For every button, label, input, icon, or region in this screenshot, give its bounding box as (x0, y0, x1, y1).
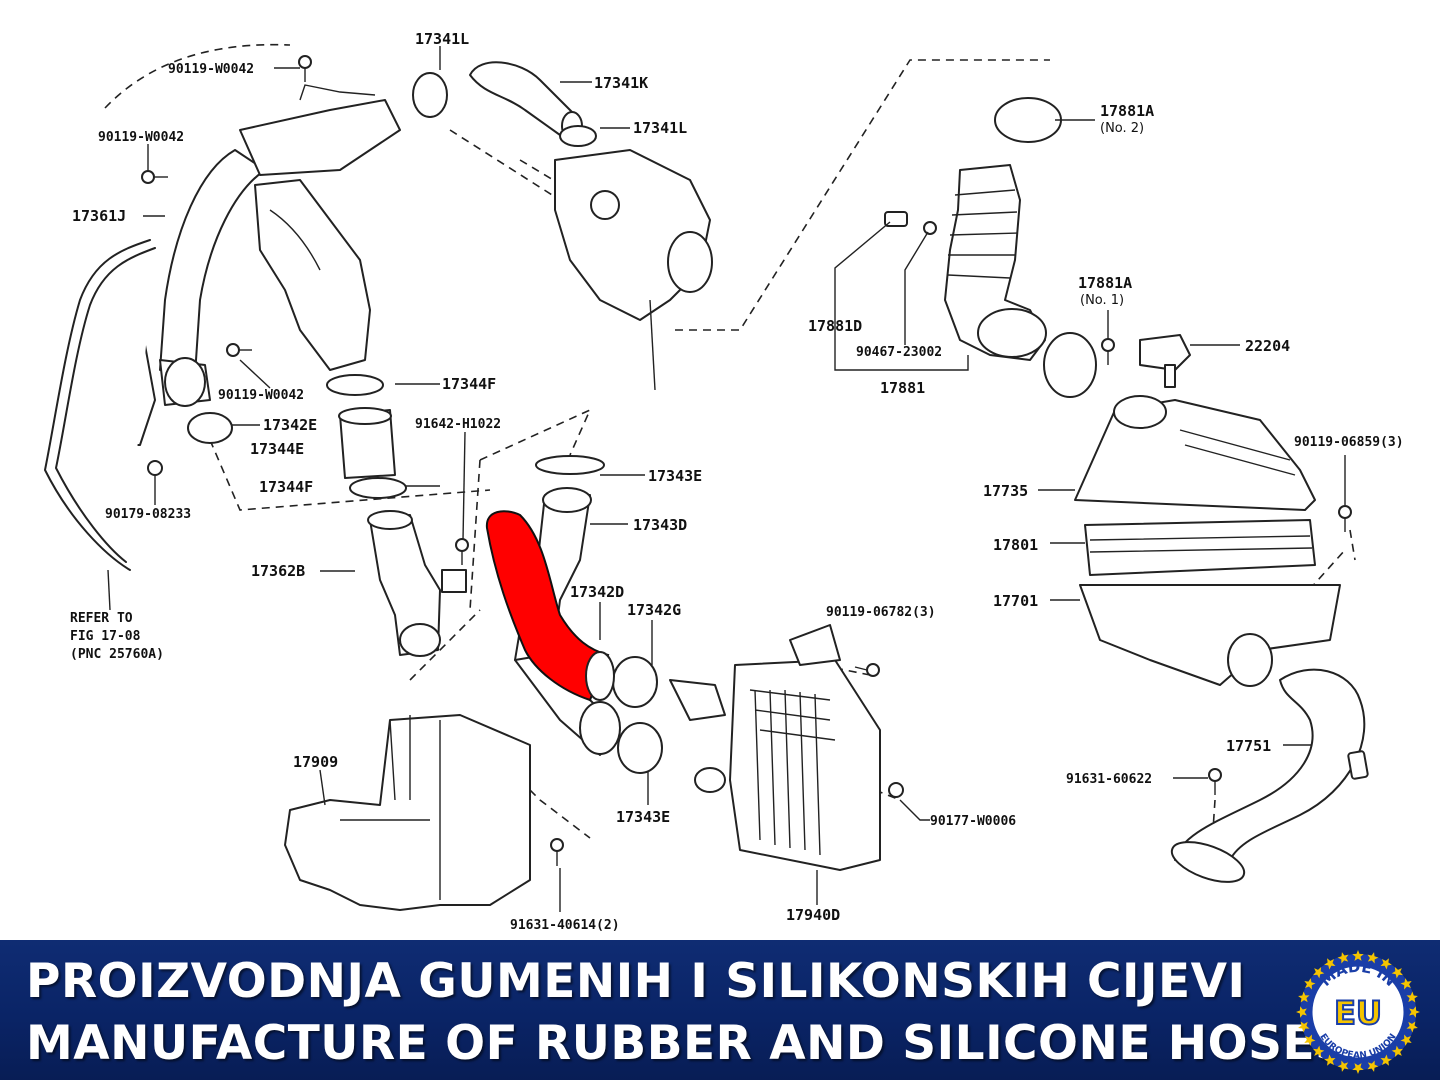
label-17343E-bottom: 17343E (616, 808, 670, 826)
label-17341L-bottom: 17341L (633, 119, 687, 137)
label-90179-08233: 90179-08233 (105, 507, 191, 522)
highlighted-hose-17342D (485, 510, 615, 702)
badge-star (1304, 978, 1316, 990)
label-17342D: 17342D (570, 583, 624, 601)
red-silicone-hose (485, 510, 610, 702)
label-17735: 17735 (983, 482, 1028, 500)
label-90177-W0006: 90177-W0006 (930, 814, 1016, 829)
badge-star (1324, 958, 1336, 970)
leader-lines (107, 46, 1346, 912)
intercooler-17940D (669, 624, 881, 871)
banner-title-local: PROIZVODNJA GUMENIH I SILIKONSKIH CIJEVI (26, 954, 1246, 1009)
label-no1: (No. 1) (1080, 293, 1124, 308)
badge-star (1296, 1006, 1307, 1018)
engine-outline (254, 149, 713, 391)
label-17881A-no2: 17881A (1100, 102, 1154, 120)
badge-star (1337, 952, 1349, 964)
badge-star (1400, 978, 1412, 990)
badge-star (1313, 1045, 1325, 1057)
label-17362B: 17362B (251, 562, 305, 580)
parts-diagram: 17341L 17341K 17341L 90119-W0042 90119-W… (44, 30, 1404, 933)
badge-star (1298, 991, 1310, 1003)
refer-note-line1: REFER TO (70, 611, 133, 626)
label-91631-60622: 91631-60622 (1066, 772, 1152, 787)
dashed-guide-lines (104, 43, 1356, 839)
badge-star (1298, 1021, 1310, 1033)
made-in-eu-badge: MADE IN EU EUROPEAN UNION (1296, 950, 1420, 1074)
label-17344F-top: 17344F (442, 375, 496, 393)
sensor-22204 (1139, 334, 1191, 388)
label-17801: 17801 (993, 536, 1038, 554)
badge-star (1313, 967, 1325, 979)
badge-star (1352, 1063, 1364, 1074)
refer-note-line3: (PNC 25760A) (70, 647, 164, 662)
label-17361J: 17361J (72, 207, 126, 225)
refer-note-line2: FIG 17-08 (70, 629, 141, 644)
badge-circle (1309, 963, 1407, 1061)
duct-17751 (1170, 668, 1369, 883)
label-90467-23002: 90467-23002 (856, 345, 942, 360)
badge-star (1367, 952, 1379, 964)
intake-hose-17881 (884, 97, 1097, 398)
label-90119-W0042-top: 90119-W0042 (168, 62, 254, 77)
label-no2: (No. 2) (1100, 121, 1144, 136)
badge-star (1380, 1054, 1392, 1066)
hose-17341K (412, 61, 597, 147)
air-cleaner-assembly (1074, 395, 1341, 687)
label-17342G: 17342G (627, 601, 681, 619)
label-91642-H1022: 91642-H1022 (415, 417, 501, 432)
badge-star (1400, 1034, 1412, 1046)
badge-eu: EU (1334, 994, 1382, 1032)
badge-star (1409, 1006, 1420, 1018)
label-17881A-no1: 17881A (1078, 274, 1132, 292)
label-17881D: 17881D (808, 317, 862, 335)
label-17343E-top: 17343E (648, 467, 702, 485)
badge-star (1367, 1060, 1379, 1072)
label-17342E: 17342E (263, 416, 317, 434)
label-17909: 17909 (293, 753, 338, 771)
label-17344E: 17344E (250, 440, 304, 458)
badge-star (1337, 1060, 1349, 1072)
label-17751: 17751 (1226, 737, 1271, 755)
part-labels: 17341L 17341K 17341L 90119-W0042 90119-W… (70, 30, 1404, 933)
label-91631-40614: 91631-40614(2) (510, 918, 620, 933)
label-17881: 17881 (880, 379, 925, 397)
banner-title-english: MANUFACTURE OF RUBBER AND SILICONE HOSES (26, 1016, 1350, 1071)
label-22204: 22204 (1245, 337, 1290, 355)
label-17341K: 17341K (594, 74, 648, 92)
bolt-icons (141, 55, 1352, 866)
promo-banner: PROIZVODNJA GUMENIH I SILIKONSKIH CIJEVI… (0, 940, 1440, 1080)
badge-star (1391, 967, 1403, 979)
badge-star (1352, 950, 1364, 961)
label-17940D: 17940D (786, 906, 840, 924)
label-17344F-bottom: 17344F (259, 478, 313, 496)
bracket-17909 (284, 714, 531, 911)
label-17343D: 17343D (633, 516, 687, 534)
elbow-17362B (367, 510, 467, 657)
badge-star (1406, 1021, 1418, 1033)
badge-star (1380, 958, 1392, 970)
hose-clamps (187, 374, 663, 774)
label-90119-W0042-mid: 90119-W0042 (218, 388, 304, 403)
vacuum-hose (44, 239, 156, 571)
badge-star (1304, 1034, 1316, 1046)
badge-star (1406, 991, 1418, 1003)
label-17701: 17701 (993, 592, 1038, 610)
label-90119-06859: 90119-06859(3) (1294, 435, 1404, 450)
label-17341L-top: 17341L (415, 30, 469, 48)
badge-star (1324, 1054, 1336, 1066)
label-90119-W0042-left: 90119-W0042 (98, 130, 184, 145)
badge-star (1391, 1045, 1403, 1057)
label-90119-06782: 90119-06782(3) (826, 605, 936, 620)
